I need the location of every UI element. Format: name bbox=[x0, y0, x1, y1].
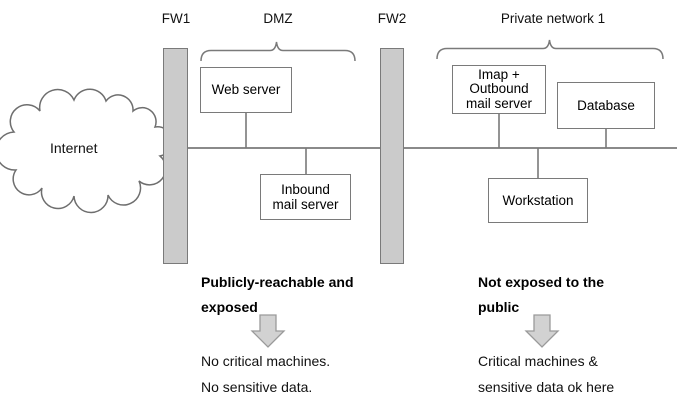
database-node: Database bbox=[557, 82, 655, 129]
internet-label: Internet bbox=[50, 140, 98, 156]
fw2-label: FW2 bbox=[377, 11, 407, 26]
private-network-brace bbox=[436, 39, 664, 60]
private-zone-heading: Not exposed to the public bbox=[478, 274, 605, 315]
dmz-zone-heading: Publicly-reachable and exposed bbox=[201, 274, 354, 315]
web-server-node: Web server bbox=[200, 67, 292, 113]
dmz-brace bbox=[200, 41, 356, 62]
inbound-mail-server-node: Inbound mail server bbox=[260, 174, 351, 220]
dmz-zone-body: No critical machines. No sensitive data. bbox=[201, 353, 331, 395]
workstation-node: Workstation bbox=[488, 178, 588, 223]
firewall-1-bar bbox=[163, 48, 188, 264]
dmz-label: DMZ bbox=[263, 11, 293, 26]
down-arrow-icon-right bbox=[524, 314, 560, 348]
firewall-2-bar bbox=[380, 48, 404, 264]
fw1-label: FW1 bbox=[161, 11, 191, 26]
private-network-label: Private network 1 bbox=[500, 11, 606, 26]
imap-outbound-mail-server-node: Imap + Outbound mail server bbox=[452, 65, 546, 114]
private-zone-body: Critical machines & sensitive data ok he… bbox=[478, 353, 615, 395]
down-arrow-icon-left bbox=[250, 314, 286, 348]
